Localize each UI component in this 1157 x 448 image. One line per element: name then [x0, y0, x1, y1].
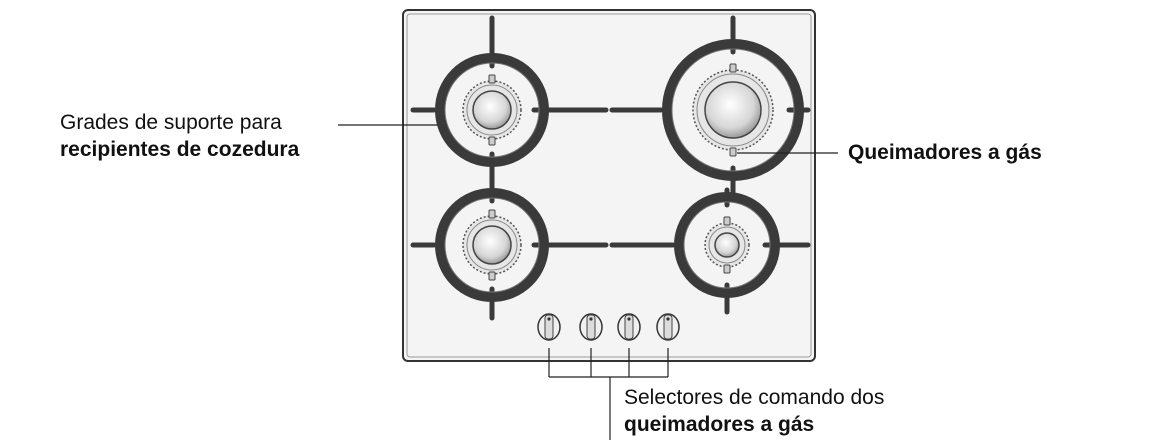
- control-knob-4: [656, 313, 680, 341]
- grate-ring-inner-edge: [671, 48, 795, 172]
- hob-glass-inner-edge: [406, 13, 812, 358]
- callout-pan-supports-line1: Grades de suporte para: [60, 111, 282, 134]
- control-knob-1: [537, 313, 561, 341]
- burner-thermocouple: [723, 264, 731, 274]
- grate-ring-front-right: [674, 192, 780, 298]
- knob-indicator: [666, 317, 670, 321]
- knob-grip: [624, 314, 634, 340]
- burner-crown-inner: [466, 219, 518, 271]
- grate-ring-inner-edge: [683, 201, 771, 289]
- callout-gas-burners: Queimadores a gás: [848, 139, 1042, 166]
- callout-control-knobs-line1: Selectores de comando dos: [624, 386, 885, 409]
- burner-crown-inner: [708, 226, 746, 264]
- callout-control-knobs-line2: queimadores a gás: [624, 413, 815, 436]
- control-knobs: [537, 313, 680, 341]
- grate-ring-front-left: [435, 188, 549, 302]
- leader-bracket-knobs: [548, 348, 669, 440]
- control-knob-3: [617, 313, 641, 341]
- control-knob-2: [579, 313, 603, 341]
- knob-grip: [544, 314, 554, 340]
- burner-igniter: [729, 63, 737, 73]
- knob-grip: [586, 314, 596, 340]
- burner-crown-inner: [696, 73, 770, 147]
- pan-support-grates: [410, 15, 811, 321]
- burner-cap-rear-left: [472, 90, 512, 130]
- burner-igniter: [488, 209, 496, 219]
- knob-indicator: [627, 317, 631, 321]
- knob-indicator: [589, 317, 593, 321]
- burner-thermocouple: [488, 136, 496, 146]
- burner-cap-front-left: [472, 225, 512, 265]
- callout-gas-burners-text: Queimadores a gás: [848, 141, 1042, 164]
- grate-ring-inner-edge: [444, 62, 540, 158]
- callout-pan-supports-line2: recipientes de cozedura: [60, 138, 300, 161]
- grate-ring-rear-right: [662, 39, 804, 181]
- burner-cap-rear-right: [704, 81, 762, 139]
- grate-ring-inner-edge: [444, 197, 540, 293]
- burner-thermocouple: [488, 271, 496, 281]
- burner-igniter: [723, 216, 731, 226]
- gas-burners: [462, 63, 774, 281]
- grate-ring-rear-left: [435, 53, 549, 167]
- burner-thermocouple: [729, 147, 737, 157]
- knob-indicator: [547, 317, 551, 321]
- burner-igniter: [488, 74, 496, 84]
- burner-cap-front-right: [714, 232, 740, 258]
- burner-crown-inner: [466, 84, 518, 136]
- knob-grip: [663, 314, 673, 340]
- callout-pan-supports: Grades de suporte para recipientes de co…: [60, 109, 299, 163]
- callout-control-knobs: Selectores de comando dos queimadores a …: [624, 384, 884, 438]
